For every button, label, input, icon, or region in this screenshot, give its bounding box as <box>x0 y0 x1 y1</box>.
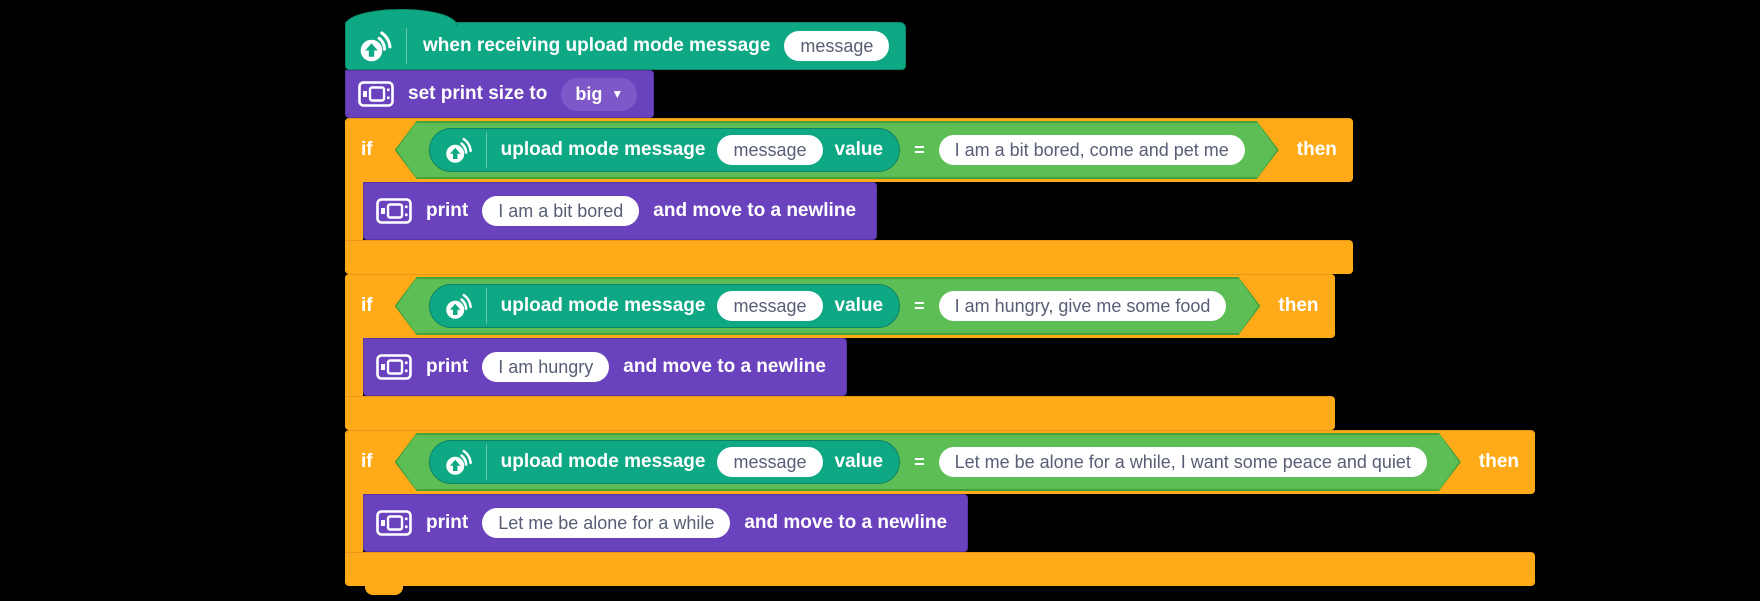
message-variable-pill[interactable]: message <box>717 135 822 165</box>
reporter-label: upload mode message <box>500 139 706 160</box>
display-icon <box>376 510 412 536</box>
bottom-connector-bump <box>365 586 403 595</box>
message-variable-pill[interactable]: message <box>784 31 890 61</box>
message-variable-pill[interactable]: message <box>717 291 822 321</box>
equals-condition-hexagon[interactable]: upload mode message message value = I am… <box>395 277 1261 335</box>
print-label: print <box>426 512 469 533</box>
equals-operator-label: = <box>914 295 925 316</box>
print-block[interactable]: print I am hungry and move to a newline <box>363 338 847 396</box>
if-label: if <box>361 295 373 316</box>
upload-broadcast-icon <box>430 444 487 480</box>
c-block-bottom-arm <box>345 552 1536 586</box>
upload-mode-message-value-reporter[interactable]: upload mode message message value <box>429 128 900 172</box>
equals-operator-label: = <box>914 139 925 160</box>
script-stack: when receiving upload mode message messa… <box>345 9 1536 595</box>
if-block-top-arm: if upload mod <box>345 118 1353 182</box>
print-label: print <box>426 200 469 221</box>
display-icon <box>376 198 412 224</box>
upload-mode-message-value-reporter[interactable]: upload mode message message value <box>429 284 900 328</box>
reporter-suffix-label: value <box>834 451 884 472</box>
equals-condition-hexagon[interactable]: upload mode message message value = I am… <box>395 121 1279 179</box>
print-block[interactable]: print Let me be alone for a while and mo… <box>363 494 969 552</box>
hat-dome <box>345 9 457 26</box>
display-icon <box>376 354 412 380</box>
c-block-left-arm <box>345 182 363 240</box>
upload-broadcast-icon <box>430 288 487 324</box>
newline-label: and move to a newline <box>623 356 826 377</box>
if-block-mouth: print Let me be alone for a while and mo… <box>345 494 1535 552</box>
then-label: then <box>1478 451 1520 472</box>
set-print-size-block[interactable]: set print size to big ▼ <box>345 70 655 118</box>
equals-operator-label: = <box>914 451 925 472</box>
reporter-label: upload mode message <box>500 451 706 472</box>
print-label: print <box>426 356 469 377</box>
upload-broadcast-icon <box>358 28 407 64</box>
reporter-suffix-label: value <box>834 139 884 160</box>
reporter-label: upload mode message <box>500 295 706 316</box>
equals-condition-hexagon[interactable]: upload mode message message value = Let … <box>395 433 1461 491</box>
hat-label: when receiving upload mode message <box>423 35 771 56</box>
then-label: then <box>1296 139 1337 160</box>
print-text-input[interactable]: I am hungry <box>482 352 610 382</box>
if-label: if <box>361 139 373 160</box>
c-block-bottom-arm <box>345 240 1353 274</box>
then-label: then <box>1278 295 1319 316</box>
if-then-block[interactable]: if upload mod <box>345 274 1335 430</box>
print-text-input[interactable]: Let me be alone for a while <box>482 508 731 538</box>
upload-mode-message-value-reporter[interactable]: upload mode message message value <box>429 440 900 484</box>
comparison-text-input[interactable]: Let me be alone for a while, I want some… <box>939 447 1427 477</box>
if-block-top-arm: if upload mod <box>345 274 1335 338</box>
c-block-left-arm <box>345 494 363 552</box>
newline-label: and move to a newline <box>744 512 948 533</box>
print-text-input[interactable]: I am a bit bored <box>482 196 640 226</box>
reporter-suffix-label: value <box>834 295 884 316</box>
c-block-left-arm <box>345 338 363 396</box>
if-then-block[interactable]: if upload mod <box>345 118 1353 274</box>
if-block-mouth: print I am a bit bored and move to a new… <box>345 182 1353 240</box>
if-block-mouth: print I am hungry and move to a newline <box>345 338 1335 396</box>
if-label: if <box>361 451 373 472</box>
hat-block-when-receiving-upload-mode-message[interactable]: when receiving upload mode message messa… <box>345 9 907 70</box>
dropdown-arrow-icon: ▼ <box>611 87 624 101</box>
if-then-block[interactable]: if upload mod <box>345 430 1536 586</box>
comparison-text-input[interactable]: I am hungry, give me some food <box>939 291 1227 321</box>
display-icon <box>358 81 394 107</box>
upload-broadcast-icon <box>430 132 487 168</box>
print-size-dropdown-value: big <box>575 83 603 104</box>
message-variable-pill[interactable]: message <box>717 447 822 477</box>
print-block[interactable]: print I am a bit bored and move to a new… <box>363 182 878 240</box>
print-size-dropdown[interactable]: big ▼ <box>561 77 638 111</box>
newline-label: and move to a newline <box>653 200 857 221</box>
if-block-top-arm: if upload mod <box>345 430 1536 494</box>
set-print-size-label: set print size to <box>408 83 548 104</box>
c-block-bottom-arm <box>345 396 1335 430</box>
comparison-text-input[interactable]: I am a bit bored, come and pet me <box>939 135 1245 165</box>
